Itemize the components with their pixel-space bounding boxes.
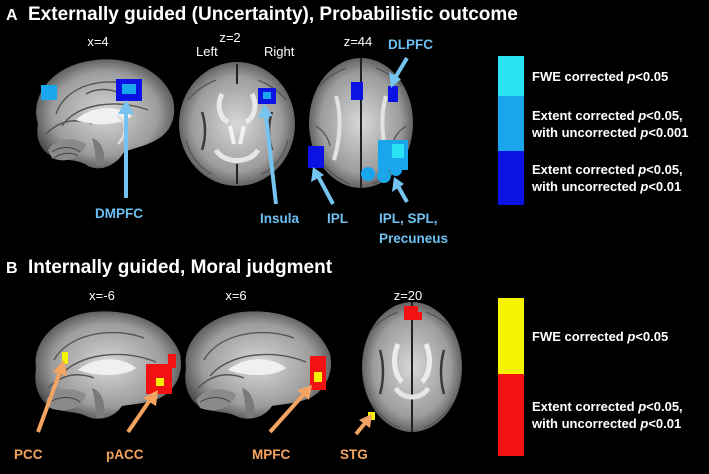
brain-sagittal-b2: [185, 311, 332, 419]
brain-sagittal-a1: [36, 59, 175, 169]
legend-a-swatch-3: [498, 151, 524, 205]
coord-b-1: x=-6: [89, 288, 115, 303]
legend-b-swatch-1: [498, 298, 524, 374]
legend-a-row-1: FWE corrected p<0.05: [498, 56, 668, 96]
legend-b-row-2: Extent corrected p<0.05, with uncorrecte…: [498, 374, 683, 456]
brain-axial-a2: [179, 62, 295, 186]
label-ipl: IPL: [327, 211, 349, 226]
panel-b-title: B Internally guided, Moral judgment: [6, 257, 332, 279]
label-mpfc: MPFC: [252, 447, 291, 462]
coord-a-1: x=4: [87, 34, 109, 49]
legend-a-swatch-1: [498, 56, 524, 96]
panel-b-letter: B: [6, 260, 18, 277]
brain-axial-b3: [362, 302, 462, 432]
panel-a-letter: A: [6, 7, 18, 24]
legend-b-text-2: Extent corrected p<0.05, with uncorrecte…: [532, 399, 683, 431]
brain-axial-a3: [309, 58, 413, 188]
brain-sagittal-b1: [35, 311, 182, 419]
legend-a-swatch-2: [498, 96, 524, 151]
label-pacc: pACC: [106, 447, 144, 462]
label-pcc: PCC: [14, 447, 43, 462]
legend-a-text-1: FWE corrected p<0.05: [532, 68, 669, 84]
legend-a-text-3: Extent corrected p<0.05, with uncorrecte…: [532, 162, 683, 194]
legend-a-row-2: Extent corrected p<0.05, with uncorrecte…: [498, 96, 688, 151]
label-precuneus: Precuneus: [379, 231, 449, 246]
side-left-label: Left: [196, 44, 218, 59]
label-dmpfc: DMPFC: [95, 206, 143, 221]
panel-b-title-text: Internally guided, Moral judgment: [28, 257, 333, 278]
label-stg: STG: [340, 447, 368, 462]
coord-a-2: z=2: [219, 30, 241, 45]
coord-a-3: z=44: [343, 34, 373, 49]
legend-a-row-3: Extent corrected p<0.05, with uncorrecte…: [498, 151, 683, 205]
label-insula: Insula: [260, 211, 300, 226]
coord-b-3: z=20: [393, 288, 423, 303]
side-right-label: Right: [264, 44, 295, 59]
label-ipl-spl: IPL, SPL,: [379, 211, 438, 226]
legend-a-text-2: Extent corrected p<0.05, with uncorrecte…: [532, 107, 689, 140]
panel-a-title: A Externally guided (Uncertainty), Probab…: [6, 4, 518, 26]
legend-b-swatch-2: [498, 374, 524, 456]
coord-b-2: x=6: [225, 288, 247, 303]
legend-b-text-1: FWE corrected p<0.05: [532, 328, 669, 344]
panel-a-title-text: Externally guided (Uncertainty), Probabi…: [28, 4, 518, 25]
label-dlpfc: DLPFC: [388, 37, 433, 52]
legend-b-row-1: FWE corrected p<0.05: [498, 298, 668, 374]
